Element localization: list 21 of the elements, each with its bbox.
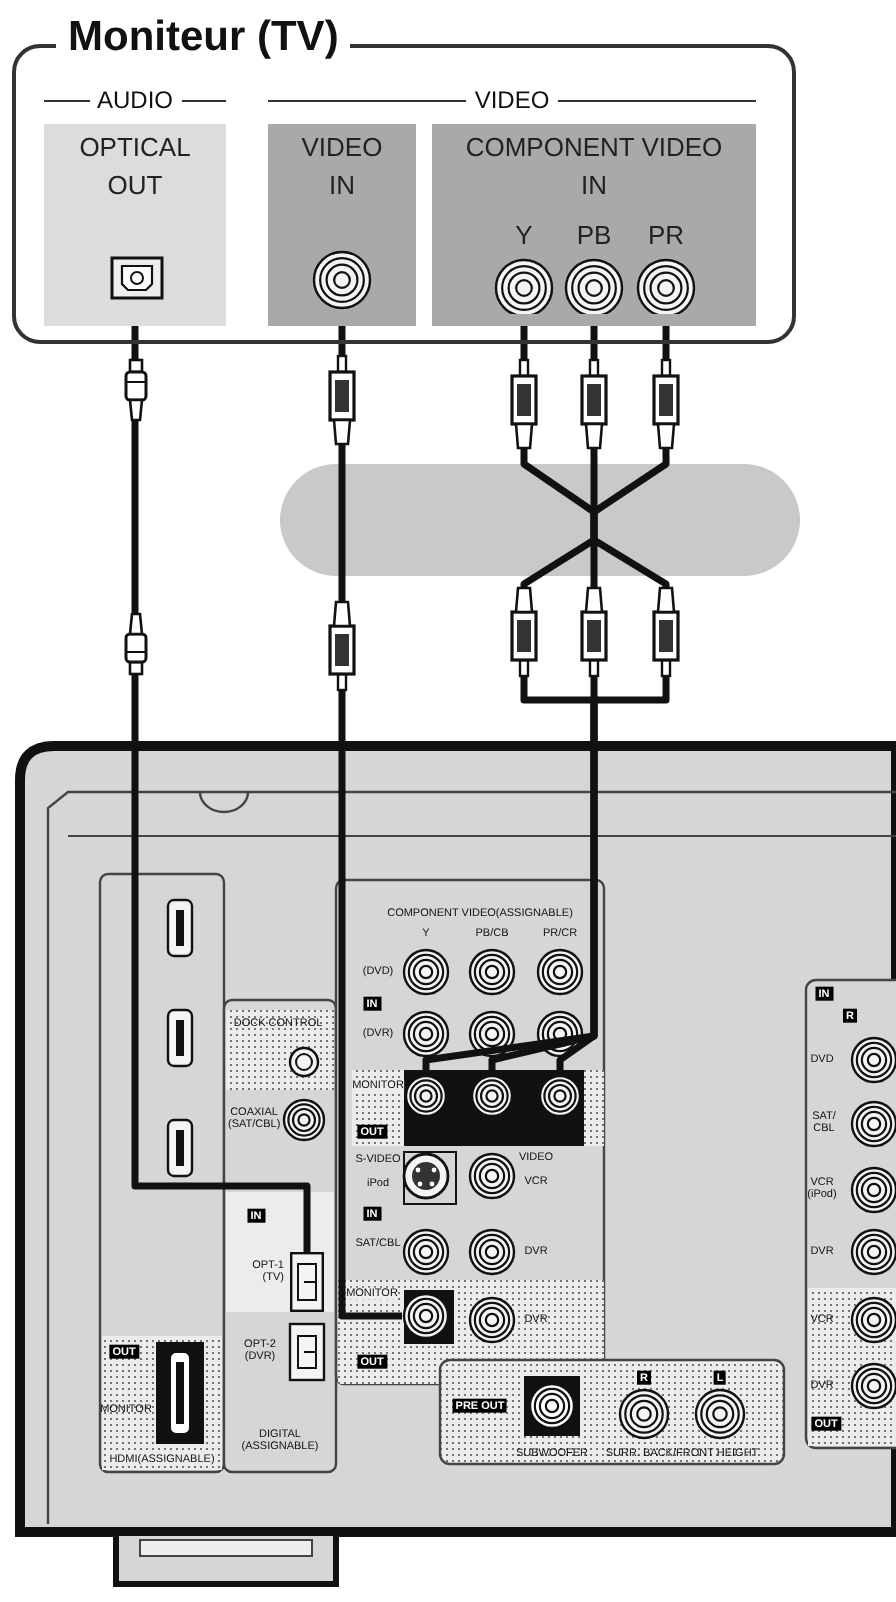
port-panel xyxy=(44,124,226,326)
port-name: COMPONENT VIDEO IN xyxy=(463,130,725,204)
section-label: AUDIO xyxy=(97,88,174,112)
cable xyxy=(338,326,402,1320)
jack-column xyxy=(562,220,626,314)
jack-label: PR xyxy=(647,220,685,254)
section-label: VIDEO xyxy=(474,88,550,112)
optical-jack xyxy=(290,1252,324,1312)
rca-jack xyxy=(404,1074,448,1118)
port-name: VIDEO IN xyxy=(299,130,385,204)
port-panel xyxy=(432,124,756,326)
port-name: OPTICAL OUT xyxy=(77,130,193,204)
jack-column xyxy=(634,220,698,314)
port-panel xyxy=(268,124,416,326)
jack-label: Y xyxy=(515,220,533,254)
rca-jack xyxy=(470,1074,514,1118)
jack-label: PB xyxy=(576,220,612,254)
rca-jack xyxy=(402,1292,450,1340)
jack-column xyxy=(492,220,556,314)
panel-title: Moniteur (TV) xyxy=(56,16,351,58)
rca-jack xyxy=(538,1074,582,1118)
